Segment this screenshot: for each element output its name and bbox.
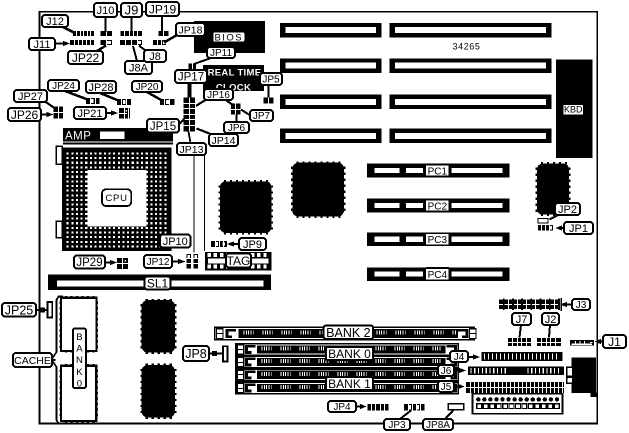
svg-text:J11: J11	[34, 39, 51, 51]
svg-text:JP8A: JP8A	[426, 420, 450, 431]
svg-text:JP29: JP29	[76, 257, 102, 269]
svg-text:PC3: PC3	[428, 235, 448, 246]
svg-text:K: K	[76, 367, 83, 378]
svg-text:JP19: JP19	[149, 2, 177, 16]
svg-text:J9: J9	[125, 3, 139, 18]
svg-text:JP10: JP10	[163, 236, 188, 248]
svg-text:JP12: JP12	[147, 257, 170, 268]
svg-text:J4: J4	[454, 352, 465, 363]
svg-text:J1: J1	[608, 335, 621, 349]
svg-text:TAG: TAG	[227, 254, 251, 268]
svg-text:JP18: JP18	[179, 24, 203, 36]
svg-text:JP3: JP3	[388, 420, 406, 431]
svg-text:SL1: SL1	[147, 276, 169, 290]
svg-text:JP2: JP2	[558, 204, 577, 216]
svg-text:B: B	[76, 332, 82, 343]
svg-text:JP26: JP26	[11, 108, 39, 122]
svg-text:BANK 2: BANK 2	[326, 326, 371, 340]
svg-text:JP8: JP8	[185, 347, 207, 361]
svg-text:J7: J7	[516, 314, 528, 326]
svg-text:CLOCK: CLOCK	[216, 83, 251, 94]
svg-text:J3: J3	[576, 300, 587, 311]
svg-text:34265: 34265	[452, 41, 480, 51]
svg-text:JP20: JP20	[136, 82, 159, 93]
svg-text:JP15: JP15	[150, 121, 176, 133]
svg-text:REAL TIME: REAL TIME	[208, 68, 262, 79]
svg-text:JP21: JP21	[77, 108, 102, 120]
svg-text:JP4: JP4	[333, 402, 351, 413]
svg-text:PC4: PC4	[428, 270, 448, 281]
svg-text:CPU: CPU	[105, 193, 127, 204]
svg-text:JP11: JP11	[210, 48, 232, 59]
svg-text:JP24: JP24	[52, 81, 75, 92]
svg-text:JP6: JP6	[228, 123, 246, 134]
svg-text:BANK 0: BANK 0	[328, 347, 371, 361]
svg-text:JP17: JP17	[178, 72, 204, 84]
svg-text:JP14: JP14	[212, 135, 236, 147]
svg-text:JP28: JP28	[88, 82, 113, 94]
svg-text:JP1: JP1	[569, 223, 588, 235]
svg-text:J8: J8	[149, 51, 161, 63]
svg-text:JP27: JP27	[18, 91, 43, 103]
svg-text:J10: J10	[97, 5, 115, 17]
svg-text:CACHE: CACHE	[14, 355, 51, 367]
svg-text:JP13: JP13	[180, 144, 204, 156]
svg-text:J12: J12	[46, 16, 64, 28]
svg-text:JP9: JP9	[243, 239, 262, 251]
svg-text:KBD: KBD	[564, 105, 583, 115]
svg-text:JP25: JP25	[5, 303, 34, 317]
svg-text:N: N	[76, 355, 83, 366]
svg-text:PC2: PC2	[428, 201, 448, 212]
svg-text:A: A	[76, 344, 83, 355]
svg-text:BANK 1: BANK 1	[328, 377, 371, 391]
svg-text:0: 0	[77, 378, 82, 389]
svg-text:AMP: AMP	[65, 131, 91, 143]
svg-text:JP16: JP16	[207, 90, 230, 101]
svg-text:J2: J2	[545, 314, 557, 326]
svg-text:J6: J6	[441, 366, 452, 377]
svg-text:BIOS: BIOS	[214, 33, 243, 44]
svg-text:J5: J5	[441, 382, 452, 393]
svg-text:JP5: JP5	[262, 75, 280, 86]
svg-text:JP7: JP7	[253, 111, 271, 122]
svg-text:PC1: PC1	[428, 166, 448, 177]
svg-text:J8A: J8A	[129, 62, 149, 74]
svg-text:JP22: JP22	[72, 51, 100, 65]
